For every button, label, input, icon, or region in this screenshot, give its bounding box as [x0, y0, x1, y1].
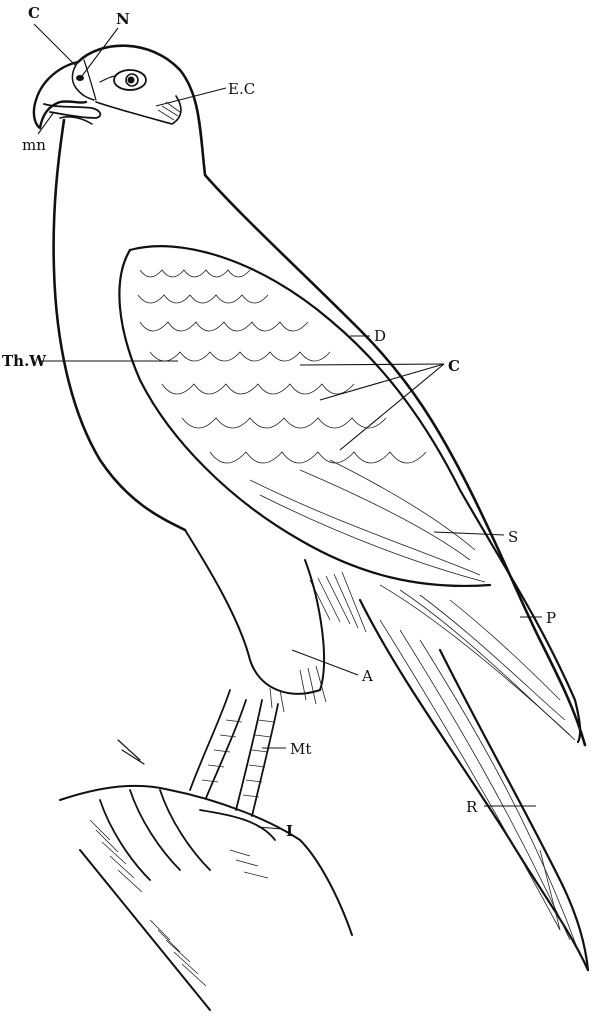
label-metatarsus: Mt — [290, 740, 311, 758]
label-i: I — [286, 822, 293, 840]
label-rectrices: R — [466, 798, 478, 816]
labels: C N E.C mn Th.W D C S P A Mt I R — [2, 4, 556, 840]
label-coverts: C — [448, 357, 460, 375]
label-secondaries: S — [508, 528, 518, 546]
branch-and-feet — [59, 739, 353, 1011]
bird-wing — [118, 245, 582, 744]
label-ear-coverts: E.C — [228, 80, 255, 98]
label-primaries: P — [546, 609, 556, 627]
bird-tail — [309, 571, 590, 972]
label-d: D — [374, 327, 386, 345]
label-thumb-wing: Th.W — [2, 352, 47, 370]
label-mandible: mn — [22, 136, 46, 154]
label-a: A — [361, 667, 373, 685]
label-cere: C — [28, 4, 40, 22]
bird-head — [32, 59, 182, 130]
bird-body-outline — [52, 44, 587, 747]
leader-lines — [33, 23, 542, 830]
label-nostril: N — [116, 10, 130, 28]
bird-legs — [184, 529, 327, 817]
